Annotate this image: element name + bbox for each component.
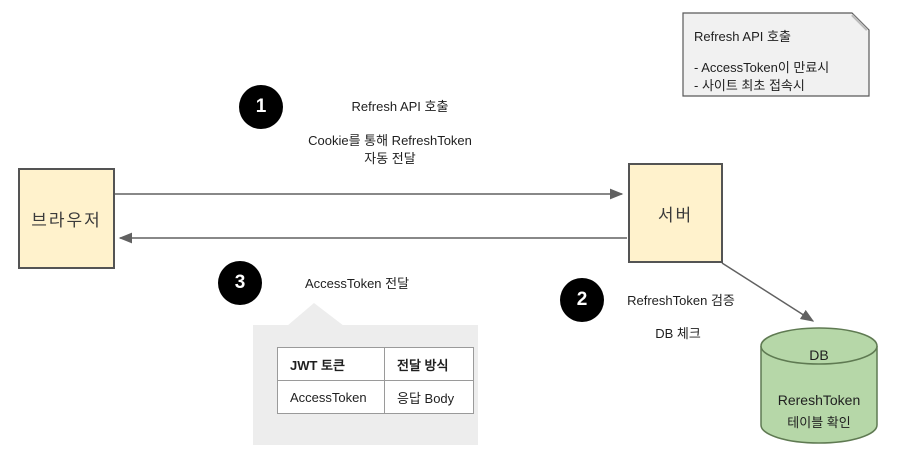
arrow-server-to-db	[721, 262, 815, 322]
server-node-label: 서버	[657, 205, 694, 225]
jwt-table-header-method: 전달 방식	[384, 347, 474, 381]
note-fold-shadow	[851, 14, 868, 31]
jwt-table-row: AccessToken 응답 Body	[277, 380, 474, 414]
jwt-table-cell-token: AccessToken	[277, 380, 385, 414]
step-3-badge: 3	[218, 261, 262, 305]
server-node: 서버	[628, 163, 723, 263]
browser-node-label: 브라우저	[31, 211, 102, 230]
browser-node: 브라우저	[18, 168, 115, 269]
step-2-detail-1: DB 체크	[655, 326, 701, 341]
jwt-table-header-row: JWT 토큰 전달 방식	[277, 347, 474, 381]
step-3-title: AccessToken 전달	[304, 276, 410, 291]
jwt-table-header-token: JWT 토큰	[277, 347, 385, 381]
step-1-badge: 1	[239, 85, 283, 129]
note-line-1: - AccessToken이 만료시	[694, 60, 830, 75]
db-cylinder-body	[760, 346, 878, 444]
step-2-title: RefreshToken 검증	[627, 293, 735, 308]
db-line-2: 테이블 확인	[787, 415, 851, 430]
db-cylinder-top	[760, 327, 878, 365]
step-1-detail-1: Cookie를 통해 RefreshToken	[308, 133, 472, 148]
jwt-table-cell-method: 응답 Body	[384, 380, 474, 414]
db-line-1: RereshToken	[777, 392, 861, 408]
note-title: Refresh API 호출	[694, 29, 791, 44]
step-1-detail-2: 자동 전달	[364, 151, 416, 166]
step-1-title: Refresh API 호출	[351, 99, 449, 114]
bubble-pointer	[287, 303, 344, 326]
db-title: DB	[809, 347, 829, 363]
step-2-badge: 2	[560, 278, 604, 322]
note-shape	[682, 12, 870, 97]
jwt-table: JWT 토큰 전달 방식 AccessToken 응답 Body	[277, 347, 474, 414]
note-line-2: - 사이트 최초 접속시	[694, 78, 805, 93]
